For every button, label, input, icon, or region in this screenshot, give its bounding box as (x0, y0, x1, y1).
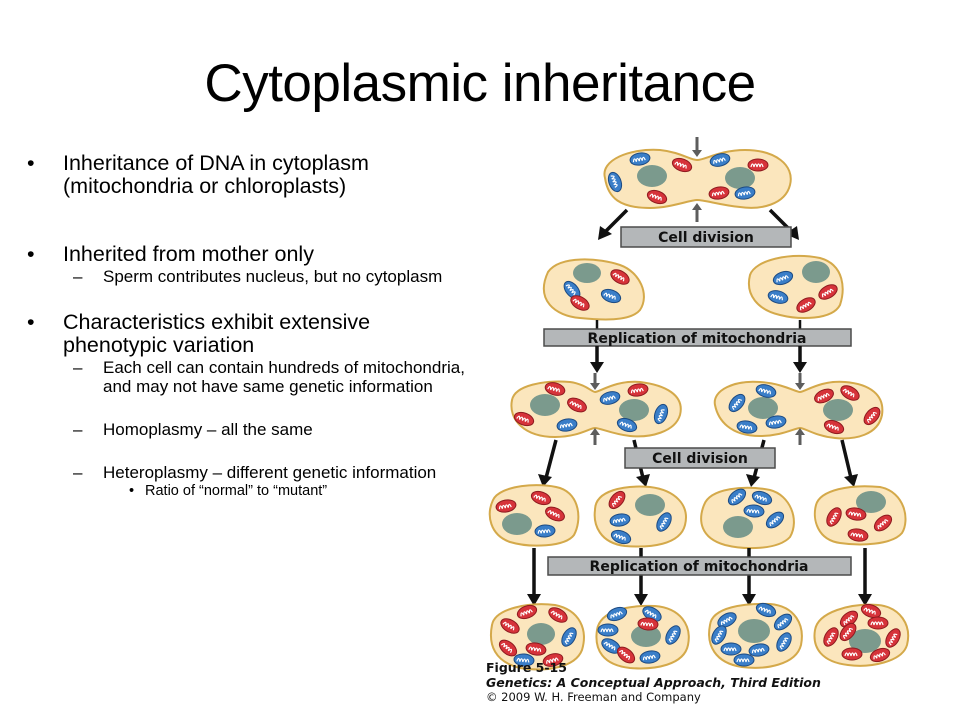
label-box (543, 328, 852, 347)
bullet-marker: • (27, 242, 35, 266)
cell-row5-4 (813, 601, 910, 667)
sub-bullet-item: – Each cell can contain hundreds of mito… (27, 358, 477, 396)
bullet-marker: • (27, 151, 35, 175)
label-box (624, 447, 776, 469)
slide-title: Cytoplasmic inheritance (204, 54, 756, 113)
bullet-item: • Inherited from mother only (27, 243, 477, 266)
label-box (547, 556, 852, 576)
dash-marker: – (73, 463, 83, 482)
bullet-marker: • (129, 483, 135, 499)
daughter-cell-right (747, 255, 844, 319)
daughter-cell-left (542, 258, 645, 321)
sub-bullet-item: – Homoplasmy – all the same (27, 420, 477, 439)
dividing-cell-left (510, 380, 682, 439)
bullet-text: Sperm contributes nucleus, but no cytopl… (103, 267, 443, 286)
bullet-text: Ratio of “normal” to “mutant” (145, 483, 328, 499)
cell-row5-2 (595, 603, 690, 670)
label-box (620, 226, 792, 248)
replication-label: Replication of mitochondria (588, 331, 807, 347)
cell-row4-1 (488, 484, 580, 547)
bullet-text: Inherited from mother only (63, 242, 314, 266)
cell-division-label: Cell division (658, 230, 754, 246)
figure-caption: Figure 5-15 Genetics: A Conceptual Appro… (486, 660, 821, 705)
dividing-cell-top (603, 148, 792, 210)
sub-bullet-item: – Sperm contributes nucleus, but no cyto… (27, 267, 477, 286)
figure-number: Figure 5-15 (486, 660, 567, 675)
cell-row5-1 (490, 602, 585, 671)
bullet-marker: • (27, 310, 35, 334)
sub-bullet-item: – Heteroplasmy – different genetic infor… (27, 463, 477, 482)
bullet-text: Heteroplasmy – different genetic informa… (103, 463, 437, 482)
dash-marker: – (73, 420, 83, 439)
dash-marker: – (73, 267, 83, 286)
bullet-text: Characteristics exhibit extensive phenot… (63, 310, 371, 357)
cell-division-label-2: Cell division (652, 451, 748, 467)
cell-row4-3 (700, 485, 795, 550)
cell-row4-4 (813, 485, 907, 546)
bullet-text: Homoplasmy – all the same (103, 420, 313, 439)
bullet-text: Each cell can contain hundreds of mitoch… (103, 358, 465, 396)
dividing-cell-right (713, 380, 884, 440)
bullet-item: • Characteristics exhibit extensive phen… (27, 311, 477, 357)
bullet-text: Inheritance of DNA in cytoplasm (mitocho… (63, 151, 369, 198)
bullet-list: • Inheritance of DNA in cytoplasm (mitoc… (27, 152, 477, 500)
sub-sub-bullet-item: • Ratio of “normal” to “mutant” (27, 483, 477, 500)
bullet-item: • Inheritance of DNA in cytoplasm (mitoc… (27, 152, 477, 198)
mitochondria-inheritance-figure: Cell division Replication of mitochondri… (488, 137, 910, 671)
cell-row5-3 (708, 600, 803, 669)
replication-label-2: Replication of mitochondria (590, 559, 809, 575)
figure-copyright: © 2009 W. H. Freeman and Company (486, 690, 701, 704)
figure-source-book: Genetics: A Conceptual Approach, Third E… (486, 675, 821, 690)
dash-marker: – (73, 358, 83, 377)
cell-row4-2 (593, 485, 687, 548)
